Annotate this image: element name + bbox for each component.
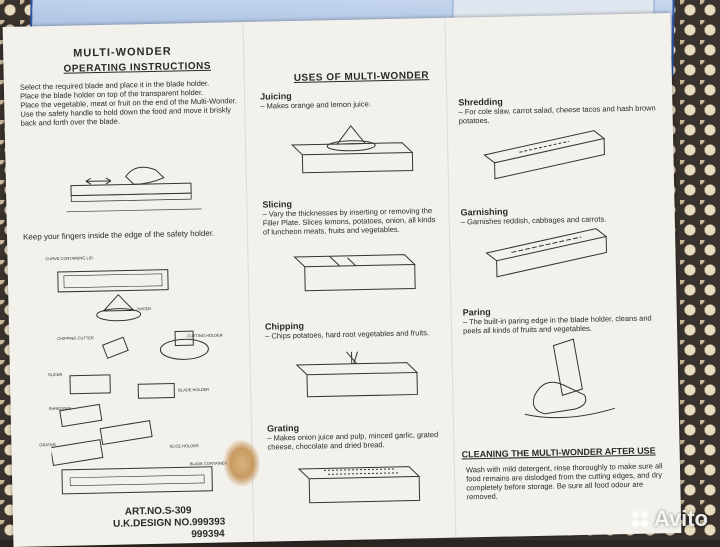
part-label: SLICE HOLDER: [169, 443, 199, 449]
use-description: – Makes onion juice and pulp, minced gar…: [267, 430, 439, 452]
chipper-illustration: [291, 344, 422, 407]
safety-warning: Keep your fingers inside the edge of the…: [22, 228, 215, 242]
slicer-illustration: [289, 240, 420, 303]
panel-more-uses: Shredding – For cole slaw, carrot salad,…: [447, 13, 682, 538]
instruction-steps: Select the required blade and place it i…: [20, 78, 239, 128]
avito-logo-icon: [631, 511, 650, 527]
use-shredding: Shredding – For cole slaw, carrot salad,…: [458, 93, 659, 126]
panel-operating-instructions: MULTI-WONDER OPERATING INSTRUCTIONS Sele…: [3, 22, 254, 547]
uses-heading: USES OF MULTI-WONDER: [293, 70, 430, 84]
part-label: CHIPPING CUTTER: [57, 335, 94, 341]
part-label: GRATER: [39, 442, 56, 448]
shredder-illustration: [479, 122, 620, 185]
parts-diagram: [47, 248, 243, 542]
leaflet-title: MULTI-WONDER: [73, 45, 172, 60]
operating-illustration: [65, 155, 206, 218]
cleaning-heading: CLEANING THE MULTI-WONDER AFTER USE: [461, 445, 656, 460]
use-description: – Vary the thicknesses by inserting or r…: [262, 206, 436, 237]
part-label: BLADE CONTAINER: [189, 460, 228, 467]
juicer-illustration: [287, 118, 418, 181]
instruction-leaflet: MULTI-WONDER OPERATING INSTRUCTIONS Sele…: [2, 13, 682, 547]
garnisher-illustration: [481, 220, 622, 283]
use-chipping: Chipping – Chips potatoes, hard root veg…: [265, 318, 445, 341]
use-description: – For cole slaw, carrot salad, cheese ta…: [458, 103, 656, 126]
instruction-step: Use the safety handle to hold down the f…: [20, 105, 232, 128]
part-label: CUTTING HOLDER: [187, 332, 223, 339]
use-paring: Paring – The built-in paring edge in the…: [462, 303, 664, 336]
part-label: BLADE HOLDER: [178, 386, 210, 393]
avito-watermark: Avito: [631, 506, 708, 532]
paring-illustration: [503, 334, 635, 427]
art-number: ART.NO.S-309: [124, 505, 192, 518]
part-label: JUICER: [136, 306, 152, 312]
use-slicing: Slicing – Vary the thicknesses by insert…: [262, 196, 443, 237]
design-number-2: 999394: [191, 528, 225, 541]
grater-illustration: [294, 452, 425, 515]
avito-watermark-text: Avito: [653, 506, 708, 531]
part-label: SLICER: [47, 371, 63, 378]
use-grating: Grating – Makes onion juice and pulp, mi…: [267, 420, 448, 452]
part-label: SHREDDER: [48, 405, 72, 412]
cleaning-description: Wash with mild detergent, rinse thorough…: [465, 461, 663, 502]
use-juicing: Juicing – Makes orange and lemon juice.: [260, 88, 440, 111]
use-description: – The built-in paring edge in the blade …: [462, 313, 652, 336]
operating-instructions-heading: OPERATING INSTRUCTIONS: [63, 60, 212, 75]
panel-uses: USES OF MULTI-WONDER Juicing – Makes ora…: [245, 18, 456, 542]
part-label: CURVE CONTAINING LID: [45, 255, 93, 262]
